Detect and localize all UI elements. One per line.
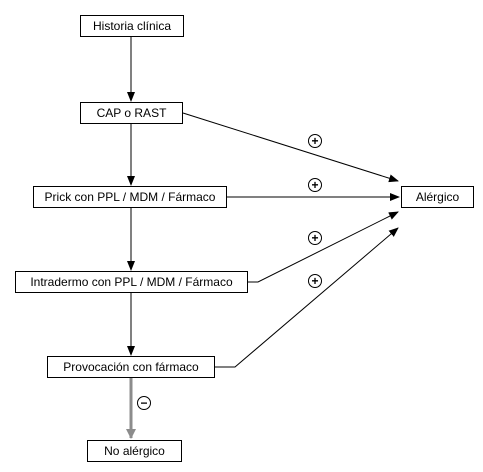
node-label: Intradermo con PPL / MDM / Fármaco	[30, 275, 233, 289]
node-historia-clinica: Historia clínica	[80, 15, 184, 37]
positive-sign-intradermo: +	[308, 231, 322, 245]
node-provocacion: Provocación con fármaco	[47, 356, 215, 378]
node-no-alergico: No alérgico	[87, 440, 182, 462]
node-label: Provocación con fármaco	[63, 360, 199, 374]
node-label: Historia clínica	[92, 19, 172, 33]
arrow-intradermo-to-alergico	[248, 211, 399, 283]
node-label: CAP o RAST	[96, 106, 167, 120]
arrow-cap-to-alergico	[182, 112, 399, 183]
node-intradermo-test: Intradermo con PPL / MDM / Fármaco	[15, 271, 248, 293]
arrow-provocacion-to-alergico	[215, 227, 399, 368]
node-prick-test: Prick con PPL / MDM / Fármaco	[33, 186, 227, 208]
positive-sign-provocacion: +	[308, 274, 322, 288]
node-label: Prick con PPL / MDM / Fármaco	[44, 190, 216, 204]
positive-sign-cap: +	[308, 134, 322, 148]
node-cap-rast: CAP o RAST	[80, 102, 183, 124]
positive-sign-prick: +	[308, 178, 322, 192]
node-label: Alérgico	[415, 190, 460, 204]
node-label: No alérgico	[104, 444, 165, 458]
node-alergico: Alérgico	[401, 186, 474, 208]
negative-sign-provocacion: −	[137, 396, 151, 410]
